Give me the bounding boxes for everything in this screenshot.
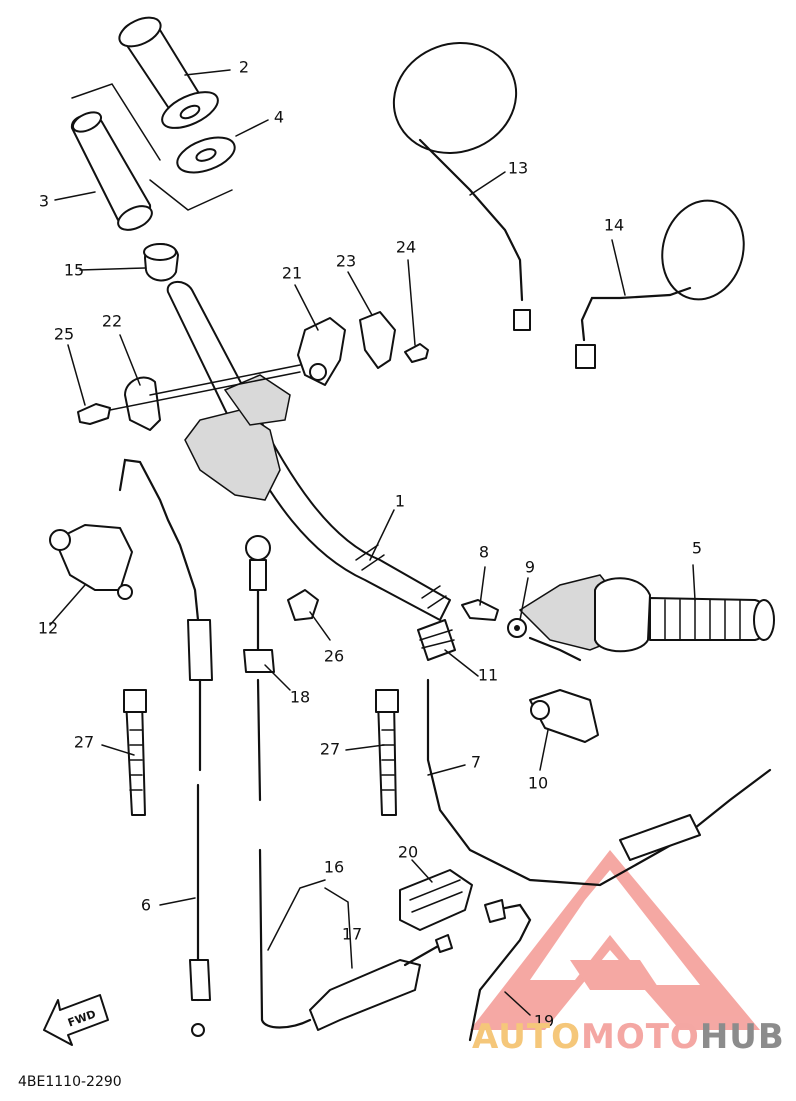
cable-6 — [118, 458, 213, 1037]
watermark-part-1: AUTO — [472, 1017, 581, 1057]
callout-2: 2 — [239, 58, 249, 77]
callout-3: 3 — [39, 192, 49, 211]
callout-20: 20 — [398, 843, 418, 862]
callout-18: 18 — [290, 688, 310, 707]
cable-7 — [426, 678, 772, 887]
callout-12: 12 — [38, 619, 58, 638]
callout-labels: 1 2 3 4 5 6 7 8 9 10 11 12 13 14 15 16 1… — [38, 58, 702, 1031]
switch-12 — [49, 524, 133, 600]
callout-24: 24 — [396, 238, 416, 257]
callout-22: 22 — [102, 312, 122, 331]
throttle-grip-5 — [649, 597, 775, 641]
callout-5: 5 — [692, 539, 702, 558]
callout-13: 13 — [508, 159, 528, 178]
collar-15 — [143, 243, 179, 282]
switch-10 — [529, 689, 599, 743]
diagram-code: 4BE1110-2290 — [18, 1074, 122, 1090]
mirror-13 — [392, 42, 531, 331]
callout-26: 26 — [324, 647, 344, 666]
bolt-24 — [404, 343, 429, 363]
cable-16 — [245, 535, 312, 1029]
screw-8 — [461, 599, 499, 621]
cable-19 — [468, 899, 532, 1042]
callout-8: 8 — [479, 543, 489, 562]
watermark-part-2: MOTO — [581, 1017, 700, 1057]
callout-16: 16 — [324, 858, 344, 877]
callout-19: 19 — [534, 1012, 554, 1031]
clip-26 — [287, 589, 319, 621]
callout-11: 11 — [478, 666, 498, 685]
cable-17 — [309, 934, 453, 1031]
throttle-housing — [518, 574, 651, 653]
callout-27-left: 27 — [74, 733, 94, 752]
callout-9: 9 — [525, 558, 535, 577]
leader-lines — [49, 69, 696, 1016]
bracket-23 — [359, 311, 396, 369]
callout-4: 4 — [274, 108, 284, 127]
callout-23: 23 — [336, 252, 356, 271]
callout-25: 25 — [54, 325, 74, 344]
mirror-14 — [575, 199, 745, 369]
callout-10: 10 — [528, 774, 548, 793]
forward-direction-arrow: FWD — [43, 994, 109, 1046]
fitting-20 — [399, 869, 473, 931]
inner-grip-3 — [70, 111, 153, 231]
callout-17: 17 — [342, 925, 362, 944]
grip-washer-4 — [176, 136, 236, 174]
handlebar-1 — [166, 281, 451, 621]
callout-21: 21 — [282, 264, 302, 283]
cable-tie-27-right — [375, 689, 399, 816]
washer-9 — [507, 618, 527, 638]
watermark-logo — [470, 850, 760, 1030]
callout-27-right: 27 — [320, 740, 340, 759]
bolt-25 — [77, 403, 111, 425]
left-grip-2 — [118, 16, 219, 129]
watermark-part-3: HUB — [700, 1017, 785, 1057]
cable-tie-27-left — [123, 689, 147, 816]
callout-1: 1 — [395, 492, 405, 511]
watermark-text: AUTOMOTOHUB — [472, 1017, 785, 1057]
callout-14: 14 — [604, 216, 624, 235]
callout-7: 7 — [471, 753, 481, 772]
svg-text:AUTOMOTOHUB: AUTOMOTOHUB — [472, 1017, 785, 1057]
callout-15: 15 — [64, 261, 84, 280]
lever-holder-21 — [297, 317, 346, 386]
callout-6: 6 — [141, 896, 151, 915]
